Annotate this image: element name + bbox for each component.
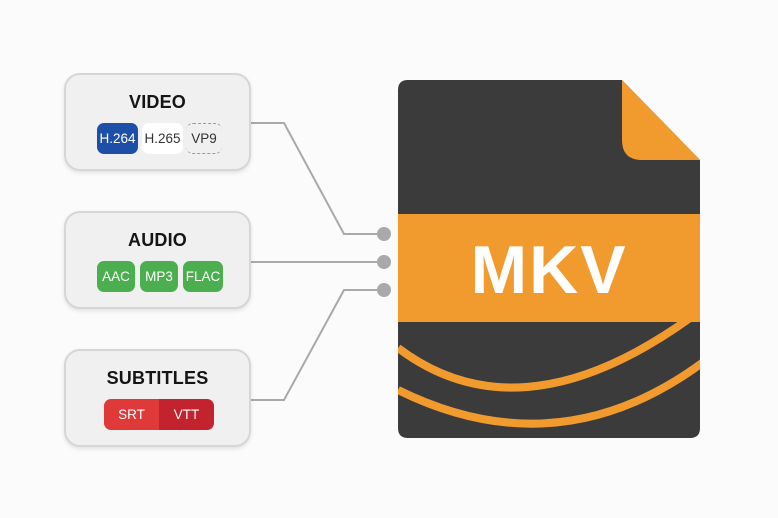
codec-mp3-chip: MP3	[140, 261, 178, 292]
subtitles-group-title: SUBTITLES	[106, 368, 209, 388]
audio-group: AUDIO AAC MP3 FLAC	[64, 211, 251, 309]
label-band	[398, 214, 700, 322]
subtitle-vtt-chip: VTT	[159, 399, 214, 430]
codec-h264-chip: H.264	[97, 123, 138, 154]
codec-h265-chip: H.265	[142, 123, 183, 154]
audio-group-title: AUDIO	[128, 230, 187, 250]
video-connector	[251, 122, 383, 235]
video-group: VIDEO H.264 H.265 VP9	[64, 73, 251, 171]
file-corner-fold	[622, 80, 700, 160]
codec-vp9-chip: VP9	[186, 123, 222, 154]
audio-port-dot	[377, 255, 391, 269]
subtitles-port-dot	[377, 283, 391, 297]
video-port-dot	[377, 227, 391, 241]
subtitles-group: SUBTITLES SRT VTT	[64, 349, 251, 447]
codec-flac-chip: FLAC	[183, 261, 223, 292]
video-group-title: VIDEO	[128, 92, 186, 112]
subtitle-srt-chip: SRT	[104, 399, 159, 430]
decorative-arc-outer	[398, 314, 693, 392]
decorative-arc-inner	[398, 356, 700, 428]
codec-aac-chip: AAC	[97, 261, 135, 292]
subtitles-connector	[251, 289, 383, 401]
file-format-label: MKV	[470, 232, 627, 308]
